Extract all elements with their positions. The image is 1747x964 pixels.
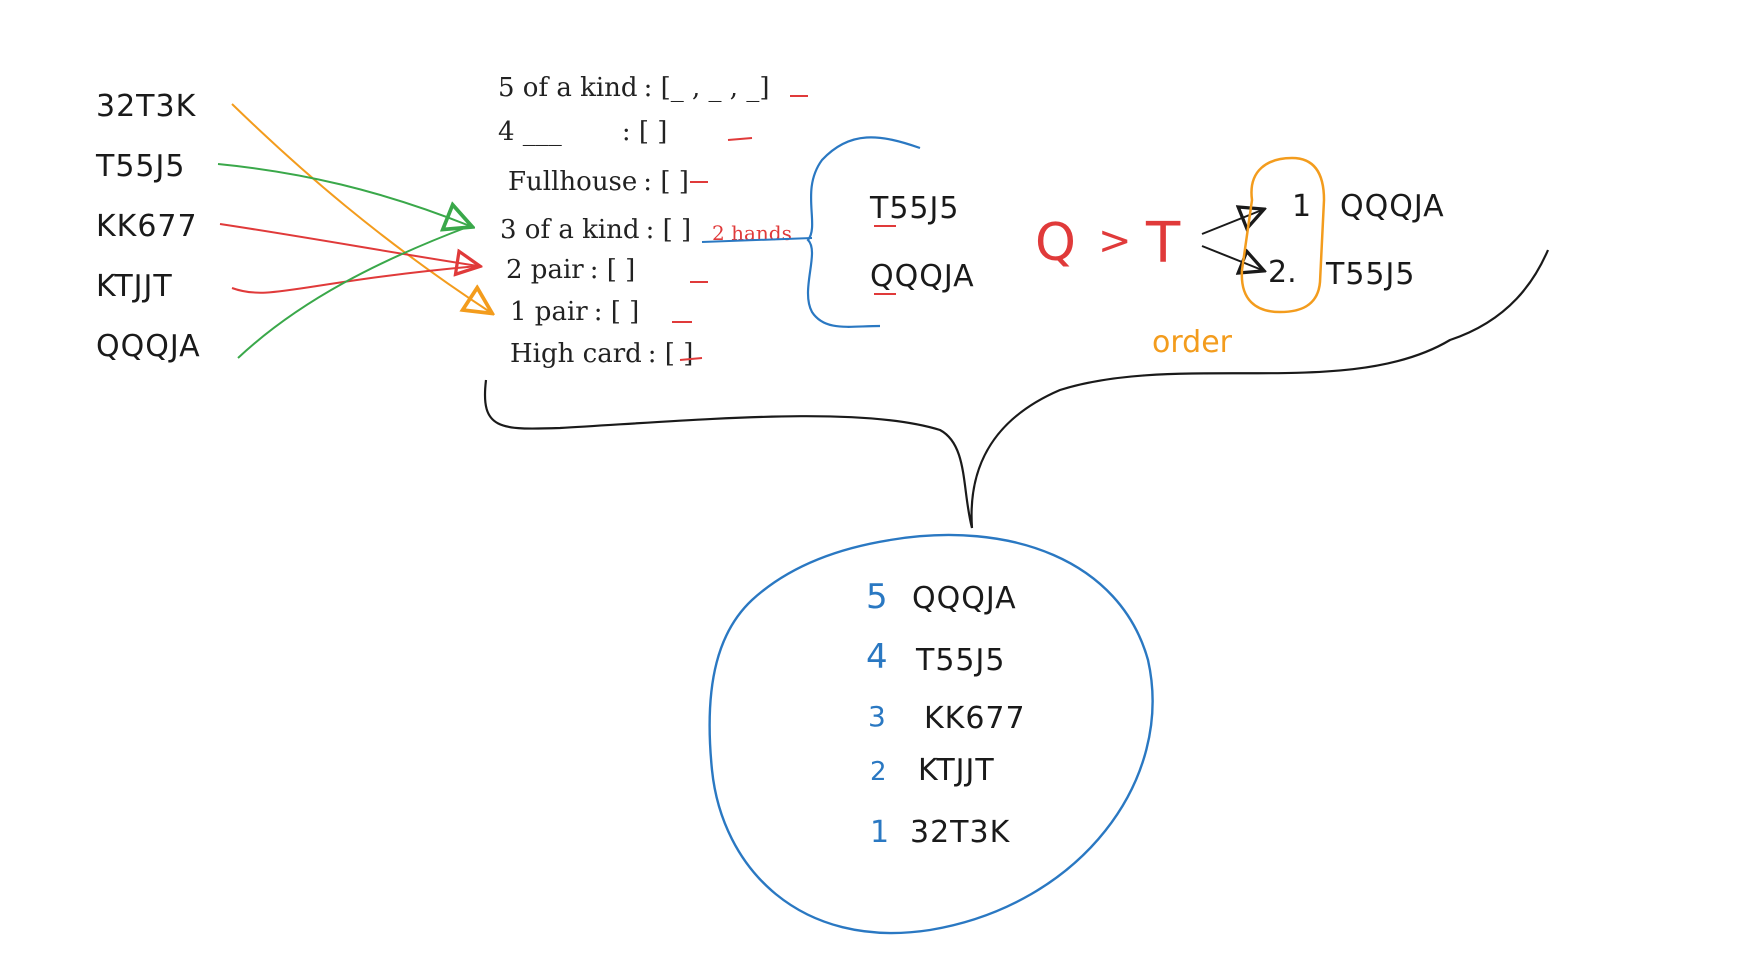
category-list: 5 of a kind: [_ , _ , _] 4 ___: [ ] Full… (498, 73, 769, 369)
order-hand-1: QQQJA (1340, 189, 1445, 224)
final-hand-5: QQQJA (912, 581, 1017, 616)
tie-hands: T55J5 QQQJA (869, 191, 975, 295)
final-hand-1: 32T3K (910, 815, 1011, 850)
category-2-pair: 2 pair: [ ] (506, 255, 635, 285)
classification-arrows (217, 103, 490, 359)
final-hand-2: KTJJT (918, 753, 995, 788)
category-fullhouse: Fullhouse: [ ] (508, 167, 689, 197)
final-rank-4: 4 (866, 637, 888, 677)
category-5-of-a-kind: 5 of a kind: [_ , _ , _] (498, 73, 769, 103)
category-high-card: High card: [ ] (510, 339, 693, 369)
final-hand-4: T55J5 (915, 643, 1005, 678)
input-hands-list: 32T3K T55J5 KK677 KTJJT QQQJA (95, 89, 201, 364)
input-hand-1: 32T3K (96, 89, 197, 124)
final-rank-2: 2 (870, 757, 887, 787)
input-hand-5: QQQJA (96, 329, 201, 364)
category-1-pair: 1 pair: [ ] (510, 297, 639, 327)
arrow-KK677-to-2pair (219, 223, 478, 266)
order-highlight (1240, 156, 1326, 314)
final-ranking: 5 QQQJA 4 T55J5 3 KK677 2 KTJJT 1 32T3K (866, 577, 1026, 850)
final-rank-3: 3 (868, 700, 886, 733)
compare-left: Q (1035, 213, 1076, 273)
category-4: 4 ___: [ ] (498, 117, 667, 147)
two-hands-underline (701, 237, 813, 243)
category-dash-marks (672, 95, 808, 361)
input-hand-2: T55J5 (95, 149, 185, 184)
input-hand-4: KTJJT (96, 269, 173, 304)
arrow-32T3K-to-1pair (231, 103, 490, 312)
order-label: order (1152, 325, 1233, 360)
category-3-of-a-kind: 3 of a kind: [ ] (500, 215, 691, 245)
final-rank-1: 1 (870, 815, 889, 850)
final-hand-3: KK677 (924, 701, 1026, 736)
result-circle (708, 533, 1154, 935)
compare-right: T (1145, 211, 1181, 276)
tie-hand-1: T55J5 (869, 191, 959, 226)
order-rank-2: 2. (1268, 255, 1297, 290)
tie-hand-2: QQQJA (870, 259, 975, 294)
card-comparison: Q > T (1035, 211, 1181, 276)
final-rank-5: 5 (866, 577, 888, 617)
arrow-to-first (1201, 210, 1262, 235)
arrow-T55J5-to-3kind (217, 163, 470, 226)
input-hand-3: KK677 (96, 209, 198, 244)
bracket-black (483, 249, 1550, 529)
order-hand-2: T55J5 (1325, 257, 1415, 292)
curly-brace-blue (806, 136, 921, 328)
order-rank-1: 1 (1292, 189, 1311, 224)
arrow-KTJJT-to-2pair (231, 265, 479, 294)
arrow-QQQJA-to-3kind (237, 225, 471, 359)
compare-op: > (1098, 218, 1132, 264)
ordered-list: 1 QQQJA 2. T55J5 (1268, 189, 1445, 292)
arrow-to-second (1201, 245, 1262, 270)
